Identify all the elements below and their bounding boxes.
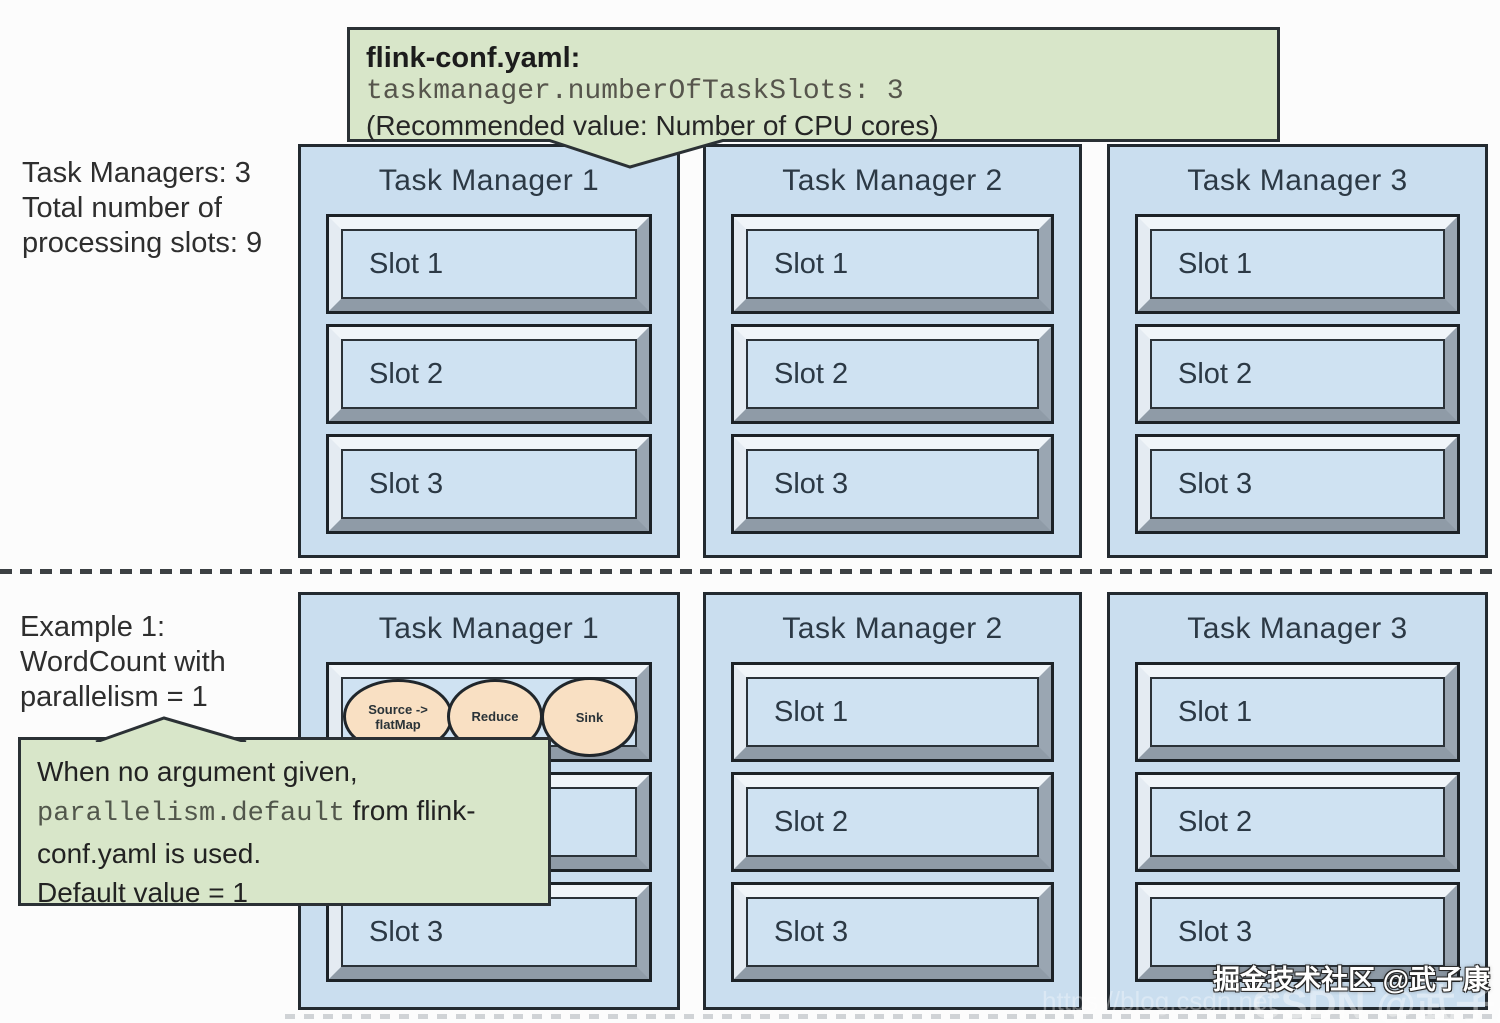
task-oval-label: flatMap	[375, 716, 421, 732]
slot-box: Slot 3	[326, 882, 652, 982]
slot-bevel: Slot 1	[734, 217, 1051, 311]
note-line: parallelism = 1	[20, 681, 208, 713]
task-oval-label: Sink	[575, 709, 604, 725]
task-manager-title: Task Manager 1	[378, 612, 600, 645]
slot-label: Slot 3	[1178, 467, 1253, 500]
task-manager-2-bottom: Task Manager 2 Slot 1 Slot 2 Slot 3	[703, 592, 1082, 1010]
dashed-divider	[0, 569, 1500, 574]
slot-label: Slot 2	[369, 357, 444, 390]
callout-line: conf.yaml is used.	[37, 838, 262, 869]
slot-box: Slot 1	[731, 662, 1054, 762]
note-line: Total number of	[22, 192, 222, 224]
task-manager-title: Task Manager 2	[782, 612, 1003, 645]
task-manager-title: Task Manager 1	[378, 164, 600, 197]
flink-conf-callout: flink-conf.yaml: taskmanager.numberOfTas…	[347, 27, 1280, 142]
slot-box: Slot 2	[1135, 772, 1460, 872]
faint-url-watermark: https://blog.csdn.net	[1042, 986, 1275, 1016]
slot-box: Slot 1	[1135, 214, 1460, 314]
parallelism-callout: When no argument given, parallelism.defa…	[18, 737, 551, 908]
callout-title: flink-conf.yaml:	[366, 42, 581, 74]
slot-bevel: Slot 2	[329, 327, 649, 421]
task-manager-3-bottom: Task Manager 3 Slot 1 Slot 2 Slot 3	[1107, 592, 1488, 1010]
callout-code: taskmanager.numberOfTaskSlots: 3	[366, 76, 904, 107]
slot-bevel: Slot 3	[329, 885, 649, 979]
task-manager-title: Task Manager 3	[1187, 612, 1408, 645]
slot-box: Slot 2	[731, 772, 1054, 872]
slot-label: Slot 2	[1178, 805, 1253, 838]
slot-box: Slot 3	[731, 434, 1054, 534]
callout-line-rest: from flink-	[344, 795, 476, 826]
bottom-left-note: Example 1: WordCount with parallelism = …	[20, 610, 226, 715]
slot-label: Slot 1	[774, 695, 849, 728]
slot-box: Slot 2	[731, 324, 1054, 424]
slot-label: Slot 2	[774, 357, 849, 390]
top-left-note: Task Managers: 3 Total number of process…	[22, 156, 262, 261]
callout-note: (Recommended value: Number of CPU cores)	[366, 110, 939, 141]
callout-line: parallelism.default from flink-	[37, 791, 532, 834]
slot-box: Slot 3	[1135, 882, 1460, 982]
slot-bevel: Slot 3	[329, 437, 649, 531]
note-line: Task Managers: 3	[22, 157, 251, 189]
callout-inline-code: parallelism.default	[37, 799, 345, 829]
community-watermark: 掘金技术社区 @武子康	[1213, 965, 1490, 995]
slot-box: Slot 3	[1135, 434, 1460, 534]
slot-bevel: Slot 1	[329, 217, 649, 311]
task-manager-title: Task Manager 3	[1187, 164, 1408, 197]
slot-box: Slot 3	[326, 434, 652, 534]
slot-label: Slot 1	[369, 247, 444, 280]
slot-box: Slot 3	[731, 882, 1054, 982]
slot-box: Slot 1	[326, 214, 652, 314]
slot-label: Slot 3	[774, 915, 849, 948]
task-manager-1-top: Task Manager 1 Slot 1 Slot 2 Slot 3	[298, 144, 680, 558]
slot-box: Slot 1	[1135, 662, 1460, 762]
slot-label: Slot 3	[369, 467, 444, 500]
task-oval-label: Reduce	[471, 709, 519, 724]
callout-pointer-down	[544, 139, 729, 169]
slot-label: Slot 2	[774, 805, 849, 838]
task-manager-3-top: Task Manager 3 Slot 1 Slot 2 Slot 3	[1107, 144, 1488, 558]
slot-bevel: Slot 2	[734, 775, 1051, 869]
slot-bevel: Slot 1	[734, 665, 1051, 759]
slot-box: Slot 2	[1135, 324, 1460, 424]
slot-label: Slot 3	[1178, 915, 1253, 948]
callout-pointer-up	[95, 716, 247, 742]
callout-line: When no argument given,	[37, 756, 358, 787]
slot-box: Slot 2	[326, 324, 652, 424]
slot-bevel: Slot 3	[1138, 885, 1457, 979]
slot-bevel: Slot 2	[1138, 327, 1457, 421]
faint-csdn-watermark: CSDN @武子康	[1252, 983, 1500, 1023]
note-line: Example 1:	[20, 611, 166, 643]
faint-bottom-watermark-strip	[285, 1014, 1500, 1019]
slot-bevel: Slot 1	[1138, 665, 1457, 759]
slot-bevel: Slot 2	[1138, 775, 1457, 869]
task-oval-label: Source ->	[368, 701, 428, 717]
slot-bevel: Slot 3	[1138, 437, 1457, 531]
slot-bevel: Slot 3	[734, 437, 1051, 531]
note-line: WordCount with	[20, 646, 226, 678]
callout-line: Default value = 1	[37, 877, 248, 908]
slot-label: Slot 1	[774, 247, 849, 280]
slot-bevel: Slot 1	[1138, 217, 1457, 311]
slot-label: Slot 3	[369, 915, 444, 948]
slot-bevel: Slot 3	[734, 885, 1051, 979]
slot-box: Slot 1	[731, 214, 1054, 314]
note-line: processing slots: 9	[22, 227, 263, 259]
slot-bevel: Slot 2	[734, 327, 1051, 421]
slot-label: Slot 1	[1178, 695, 1253, 728]
task-oval-sink: Sink	[541, 677, 638, 757]
slot-label: Slot 3	[774, 467, 849, 500]
task-manager-title: Task Manager 2	[782, 164, 1003, 197]
task-manager-2-top: Task Manager 2 Slot 1 Slot 2 Slot 3	[703, 144, 1082, 558]
slot-label: Slot 2	[1178, 357, 1253, 390]
slot-label: Slot 1	[1178, 247, 1253, 280]
